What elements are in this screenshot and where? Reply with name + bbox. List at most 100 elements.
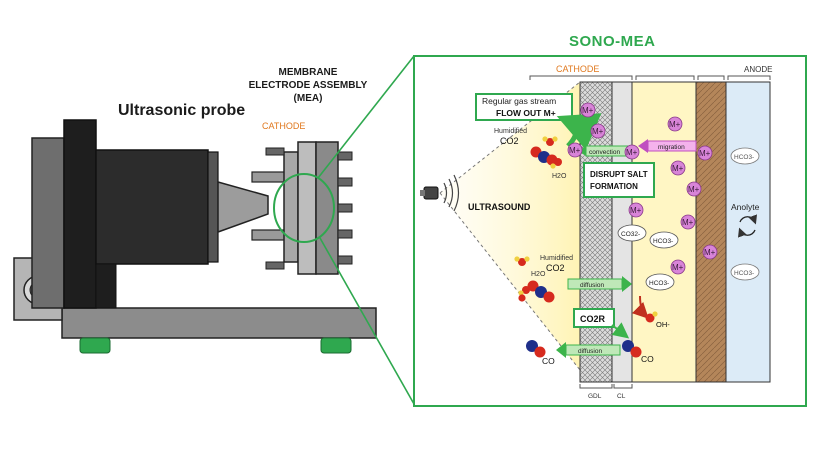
cation-8: M+ (686, 181, 702, 197)
h2o-bottom-label: H2O (531, 271, 546, 278)
cation-10: M+ (680, 214, 696, 230)
gdl-label: GDL (588, 393, 602, 400)
zoom-line-top (317, 55, 415, 179)
svg-text:M+: M+ (630, 206, 642, 215)
gas-stream-line2: FLOW OUT M+ (496, 108, 556, 118)
anolyte-region (725, 81, 771, 383)
oh-arrow (631, 295, 649, 319)
co-gas-label: CO (542, 356, 555, 366)
svg-text:HCO3-: HCO3- (734, 270, 754, 277)
bicarbonate-anolyte-2: HCO3- (730, 263, 760, 281)
carbonate-ion: CO32- (617, 224, 647, 242)
membrane-layer (695, 81, 727, 383)
cation-1: M+ (580, 102, 596, 118)
humidified-top-label: Humidified (494, 128, 527, 135)
co2-bottom-label: CO2 (546, 263, 565, 273)
sono-mea-title: SONO-MEA (569, 33, 656, 50)
svg-text:M+: M+ (699, 149, 711, 158)
migration-label: migration (658, 144, 685, 151)
zoom-line-bottom (319, 237, 415, 405)
svg-text:M+: M+ (669, 120, 681, 129)
bicarbonate-ion-1: HCO3- (649, 231, 679, 249)
cation-9: M+ (628, 202, 644, 218)
svg-text:CO32-: CO32- (621, 231, 640, 238)
cation-4: M+ (624, 144, 640, 160)
disrupt-salt-box (583, 162, 655, 198)
ultrasound-label: ULTRASOUND (468, 202, 531, 212)
sono-mea-panel: CATHODE ANODE ULTRASOUND Regular gas str… (413, 55, 807, 407)
mea-plate-2 (297, 141, 317, 275)
disrupt-line1: DISRUPT SALT (590, 170, 648, 179)
svg-text:HCO3-: HCO3- (653, 238, 673, 245)
gas-stream-box (475, 93, 573, 121)
convection-label: convection (589, 149, 620, 156)
gdl-bracket (579, 384, 613, 389)
co2r-box (573, 308, 615, 328)
svg-text:M+: M+ (592, 127, 604, 136)
co2r-arrow (611, 322, 630, 339)
bicarbonate-ion-2: HCO3- (645, 273, 675, 291)
diffusion-in-label: diffusion (580, 282, 604, 289)
panel-cathode-label: CATHODE (556, 64, 599, 74)
svg-text:M+: M+ (704, 248, 716, 257)
cation-3: M+ (567, 142, 583, 158)
cycle-icon (738, 214, 757, 238)
mea-plate-1 (283, 151, 299, 263)
probe-foot-right (320, 337, 352, 354)
co-molecule-cl (622, 340, 642, 358)
cl-bracket (613, 384, 633, 389)
diffusion-out-label: diffusion (578, 348, 602, 355)
svg-text:HCO3-: HCO3- (734, 154, 754, 161)
cation-5: M+ (667, 116, 683, 132)
cation-group: M+ M+ M+ M+ M+ M+ M+ M+ M+ M+ M+ M+ (567, 102, 718, 275)
hydroxide-molecule (645, 311, 658, 323)
flow-out-arrow (556, 113, 602, 151)
cation-7: M+ (670, 160, 686, 176)
disrupt-line2: FORMATION (590, 182, 638, 191)
mea-inlet-top (251, 171, 289, 183)
svg-text:M+: M+ (569, 146, 581, 155)
svg-text:M+: M+ (582, 106, 594, 115)
probe-flange (63, 119, 97, 309)
probe-back-plate (31, 137, 65, 309)
probe-foot-left (79, 337, 111, 354)
svg-text:M+: M+ (682, 218, 694, 227)
cathode-bracket (529, 75, 633, 80)
anode-bracket (727, 75, 771, 80)
co-molecule-gas (526, 340, 546, 358)
cl-label: CL (617, 393, 626, 400)
cation-11: M+ (702, 244, 718, 260)
svg-text:M+: M+ (672, 164, 684, 173)
svg-text:M+: M+ (626, 148, 638, 157)
oh-label: OH- (656, 320, 670, 329)
humidified-bottom-label: Humidified (540, 255, 573, 262)
water-molecule-top (542, 136, 562, 169)
left-cathode-label: CATHODE (262, 121, 306, 131)
ultrasonic-probe-label: Ultrasonic probe (118, 102, 246, 119)
svg-text:M+: M+ (672, 263, 684, 272)
probe-housing (95, 149, 209, 265)
water-molecule-bottom (514, 256, 530, 302)
cation-6: M+ (697, 145, 713, 161)
probe-horn (217, 181, 269, 234)
ultrasonic-probe-device (13, 55, 415, 405)
co2r-label: CO2R (580, 314, 606, 324)
cation-2: M+ (590, 123, 606, 139)
mea-zoom-circle (273, 173, 335, 243)
co2-molecule-bottom (527, 280, 555, 303)
transducer-icon (420, 174, 460, 212)
probe-collar (207, 151, 219, 263)
svg-text:HCO3-: HCO3- (649, 280, 669, 287)
bicarbonate-anolyte-1: HCO3- (730, 147, 760, 165)
h2o-top-label: H2O (552, 173, 567, 180)
gas-stream-line1: Regular gas stream (482, 96, 556, 106)
co-cl-label: CO (641, 354, 654, 364)
mea-label: MEMBRANE ELECTRODE ASSEMBLY (MEA) (248, 67, 368, 104)
cation-12: M+ (670, 259, 686, 275)
svg-text:M+: M+ (688, 185, 700, 194)
anolyte-label: Anolyte (731, 202, 760, 212)
mea-bolts (265, 147, 353, 270)
panel-anode-label: ANODE (744, 65, 772, 74)
probe-base-plate (61, 307, 377, 339)
